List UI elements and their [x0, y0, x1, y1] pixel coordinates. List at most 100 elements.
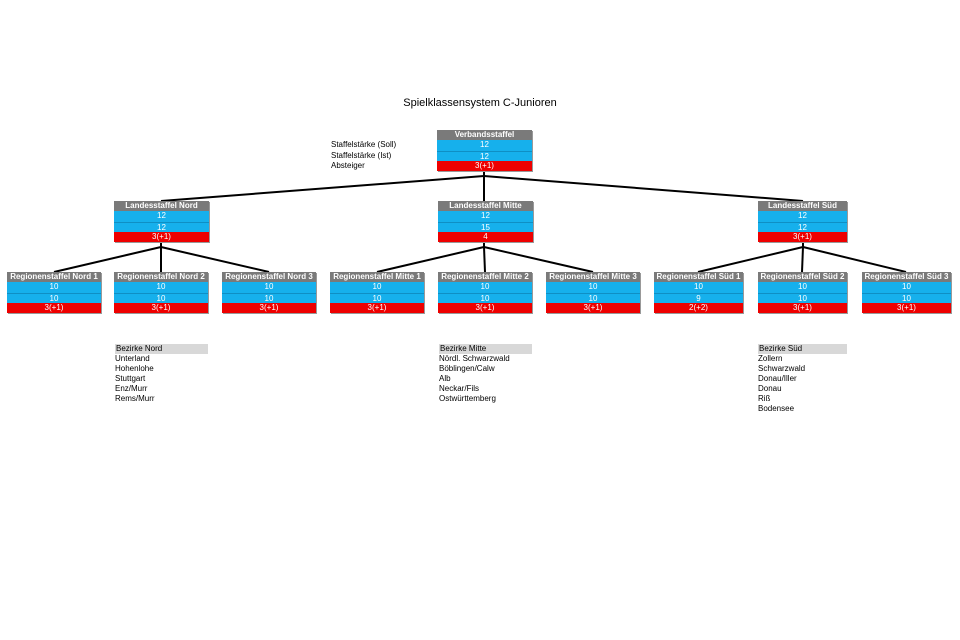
bezirk-item: Böblingen/Calw — [439, 364, 495, 373]
box-absteiger: 3(+1) — [330, 303, 424, 313]
box-absteiger: 3(+1) — [114, 303, 208, 313]
bezirke-mitte: Bezirke Mitte Nördl. Schwarzwald Böbling… — [439, 344, 532, 404]
box-ist: 10 — [862, 292, 951, 303]
box-absteiger: 3(+1) — [546, 303, 640, 313]
legend-absteiger: Absteiger — [331, 161, 365, 170]
box-title: Regionenstaffel Süd 3 — [862, 272, 951, 282]
box-regionenstaffel-mitte-1: Regionenstaffel Mitte 1 10 10 3(+1) — [330, 272, 424, 313]
box-landesstaffel-sued: Landesstaffel Süd 12 12 3(+1) — [758, 201, 847, 242]
box-ist: 9 — [654, 292, 743, 303]
bezirk-item: Riß — [758, 394, 771, 403]
box-absteiger: 2(+2) — [654, 303, 743, 313]
bezirk-item: Enz/Murr — [115, 384, 148, 393]
box-soll: 12 — [114, 211, 209, 222]
box-regionenstaffel-mitte-2: Regionenstaffel Mitte 2 10 10 3(+1) — [438, 272, 532, 313]
box-absteiger: 3(+1) — [222, 303, 316, 313]
box-absteiger: 3(+1) — [7, 303, 101, 313]
box-regionenstaffel-sued-2: Regionenstaffel Süd 2 10 10 3(+1) — [758, 272, 847, 313]
box-soll: 10 — [7, 282, 101, 293]
bezirk-item: Nördl. Schwarzwald — [439, 354, 510, 363]
line-verband-sued — [483, 175, 804, 202]
box-regionenstaffel-sued-1: Regionenstaffel Süd 1 10 9 2(+2) — [654, 272, 743, 313]
box-title: Regionenstaffel Süd 1 — [654, 272, 743, 282]
box-ist: 10 — [330, 292, 424, 303]
legend-soll: Staffelstärke (Soll) — [331, 140, 397, 149]
box-absteiger: 3(+1) — [437, 161, 532, 171]
bezirk-item: Zollern — [758, 354, 783, 363]
line-sued-r3 — [802, 246, 907, 273]
box-title: Landesstaffel Mitte — [438, 201, 533, 211]
bezirke-header: Bezirke Nord — [115, 344, 208, 354]
bezirk-item: Schwarzwald — [758, 364, 806, 373]
line-nord-r1 — [53, 246, 162, 273]
box-ist: 10 — [7, 292, 101, 303]
box-title: Regionenstaffel Mitte 1 — [330, 272, 424, 282]
box-ist: 12 — [114, 221, 209, 232]
box-verbandsstaffel: Verbandsstaffel 12 12 3(+1) — [437, 130, 532, 171]
box-regionenstaffel-sued-3: Regionenstaffel Süd 3 10 10 3(+1) — [862, 272, 951, 313]
box-absteiger: 3(+1) — [438, 303, 532, 313]
line-sued-r1 — [697, 246, 804, 273]
box-title: Regionenstaffel Nord 3 — [222, 272, 316, 282]
box-ist: 10 — [438, 292, 532, 303]
box-regionenstaffel-nord-1: Regionenstaffel Nord 1 10 10 3(+1) — [7, 272, 101, 313]
bezirke-header: Bezirke Süd — [758, 344, 847, 354]
box-soll: 12 — [437, 140, 532, 151]
bezirke-header: Bezirke Mitte — [439, 344, 532, 354]
box-title: Regionenstaffel Mitte 3 — [546, 272, 640, 282]
box-soll: 10 — [222, 282, 316, 293]
box-ist: 10 — [222, 292, 316, 303]
line-nord-r3 — [160, 246, 270, 273]
bezirk-item: Ostwürttemberg — [439, 394, 496, 403]
box-absteiger: 3(+1) — [862, 303, 951, 313]
bezirke-nord: Bezirke Nord Unterland Hohenlohe Stuttga… — [115, 344, 208, 404]
box-ist: 10 — [758, 292, 847, 303]
box-ist: 12 — [437, 150, 532, 161]
box-soll: 10 — [654, 282, 743, 293]
bezirk-item: Rems/Murr — [115, 394, 155, 403]
box-regionenstaffel-nord-3: Regionenstaffel Nord 3 10 10 3(+1) — [222, 272, 316, 313]
box-soll: 12 — [758, 211, 847, 222]
bezirk-item: Alb — [439, 374, 451, 383]
bezirk-item: Hohenlohe — [115, 364, 154, 373]
box-soll: 10 — [438, 282, 532, 293]
box-landesstaffel-mitte: Landesstaffel Mitte 12 15 4 — [438, 201, 533, 242]
bezirk-item: Unterland — [115, 354, 150, 363]
bezirk-item: Bodensee — [758, 404, 795, 413]
box-absteiger: 3(+1) — [114, 232, 209, 242]
box-title: Landesstaffel Süd — [758, 201, 847, 211]
bezirk-item: Neckar/Fils — [439, 384, 480, 393]
line-mitte-r2 — [483, 246, 486, 273]
box-ist: 10 — [546, 292, 640, 303]
bezirke-sued: Bezirke Süd Zollern Schwarzwald Donau/Il… — [758, 344, 847, 414]
box-soll: 10 — [114, 282, 208, 293]
line-verband-nord — [160, 175, 485, 202]
legend: Staffelstärke (Soll) Staffelstärke (Ist)… — [331, 140, 396, 172]
box-title: Landesstaffel Nord — [114, 201, 209, 211]
box-title: Regionenstaffel Mitte 2 — [438, 272, 532, 282]
legend-ist: Staffelstärke (Ist) — [331, 150, 392, 160]
box-soll: 10 — [862, 282, 951, 293]
box-absteiger: 3(+1) — [758, 232, 847, 242]
line-sued-r2 — [801, 246, 804, 273]
box-soll: 10 — [546, 282, 640, 293]
box-ist: 15 — [438, 221, 533, 232]
box-absteiger: 4 — [438, 232, 533, 242]
box-ist: 10 — [114, 292, 208, 303]
box-regionenstaffel-mitte-3: Regionenstaffel Mitte 3 10 10 3(+1) — [546, 272, 640, 313]
bezirk-item: Donau/Iller — [758, 374, 797, 383]
box-absteiger: 3(+1) — [758, 303, 847, 313]
box-soll: 10 — [330, 282, 424, 293]
line-mitte-r1 — [376, 246, 485, 273]
box-title: Regionenstaffel Süd 2 — [758, 272, 847, 282]
box-landesstaffel-nord: Landesstaffel Nord 12 12 3(+1) — [114, 201, 209, 242]
box-ist: 12 — [758, 221, 847, 232]
line-mitte-r3 — [483, 246, 594, 273]
box-soll: 10 — [758, 282, 847, 293]
box-regionenstaffel-nord-2: Regionenstaffel Nord 2 10 10 3(+1) — [114, 272, 208, 313]
box-soll: 12 — [438, 211, 533, 222]
bezirk-item: Donau — [758, 384, 782, 393]
page-title: Spielklassensystem C-Junioren — [403, 97, 557, 109]
box-title: Verbandsstaffel — [437, 130, 532, 140]
